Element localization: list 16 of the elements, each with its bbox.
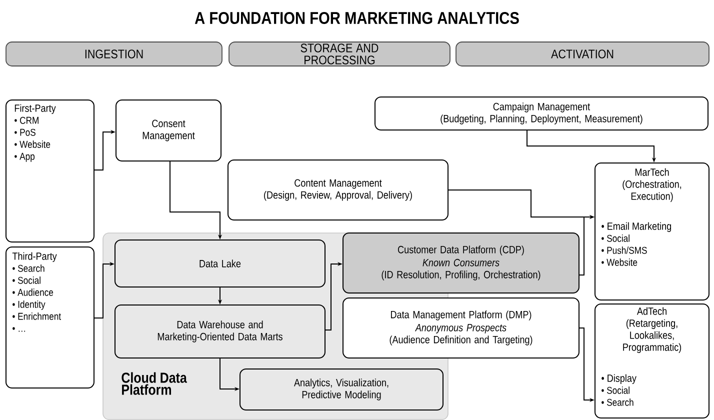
process-box: Consent Management (116, 100, 222, 162)
platform-box: Customer Data Platform (CDP) Known Consumers (ID Resolution, Profiling, Orchestration) (342, 232, 580, 294)
header-band: ACTIVATION (456, 42, 710, 66)
process-box: Data Lake (114, 240, 326, 288)
source-box: Third-Party • Search • Social • Audience • Identity • Enrichment • … (6, 246, 94, 388)
process-box: Content Management (Design, Review, Approval, Delivery) (228, 160, 448, 220)
process-box: Analytics, Visualization, Predictive Modeling (240, 368, 444, 410)
platform-box: Data Management Platform (DMP) Anonymous Prospects (Audience Definition and Targeting) (342, 298, 580, 358)
title: A FOUNDATION FOR MARKETING ANALYTICS (194, 12, 519, 24)
process-box: Campaign Management (Budgeting, Planning, Deployment, Measurement) (374, 96, 708, 130)
process-box: Data Warehouse and Marketing-Oriented Data Marts (114, 304, 326, 358)
channel-box: MarTech (Orchestration, Execution) • Email Marketing • Social • Push/SMS • Website (594, 162, 710, 300)
source-box: First-Party • CRM • PoS • Website • App (6, 100, 94, 242)
header-band: STORAGE AND PROCESSING (228, 42, 450, 66)
header-band: INGESTION (6, 42, 222, 66)
channel-box: AdTech (Retargeting, Lookalikes, Programmatic) • Display • Social • Search (594, 304, 710, 418)
